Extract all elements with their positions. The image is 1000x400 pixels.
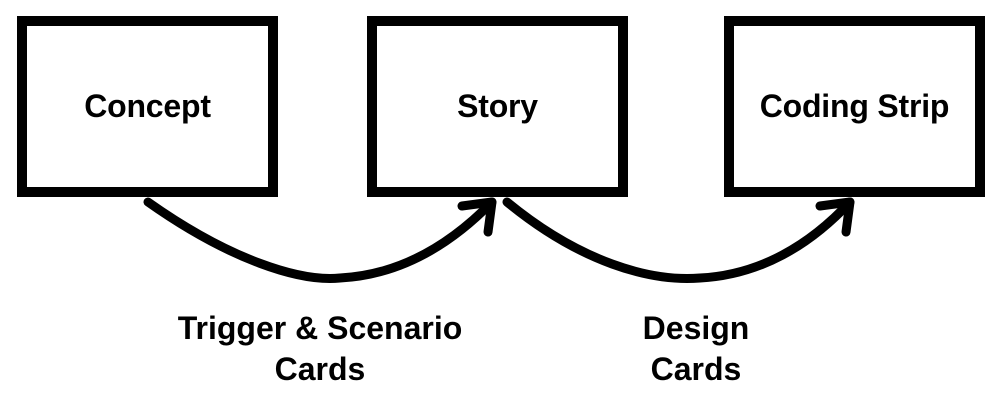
edge-concept-to-story-arrowhead (457, 197, 497, 237)
node-story: Story (367, 16, 628, 197)
edge-label-line: Trigger & Scenario (177, 310, 463, 346)
edge-story-to-coding-curve (502, 197, 855, 283)
node-coding-strip-label: Coding Strip (759, 88, 950, 124)
node-concept: Concept (17, 16, 278, 197)
edge-label-trigger-scenario-cards: Trigger & Scenario Cards (160, 308, 480, 390)
node-coding-strip: Coding Strip (724, 16, 985, 197)
edge-concept-to-story-curve (143, 197, 497, 283)
edge-label-design-cards: Design Cards (596, 308, 796, 390)
node-story-label: Story (457, 88, 538, 124)
edge-story-to-coding-arrowhead (815, 197, 855, 237)
edge-label-line: Cards (274, 351, 366, 387)
edge-label-line: Design (642, 310, 750, 346)
edge-label-line: Cards (650, 351, 742, 387)
node-concept-label: Concept (84, 88, 211, 124)
